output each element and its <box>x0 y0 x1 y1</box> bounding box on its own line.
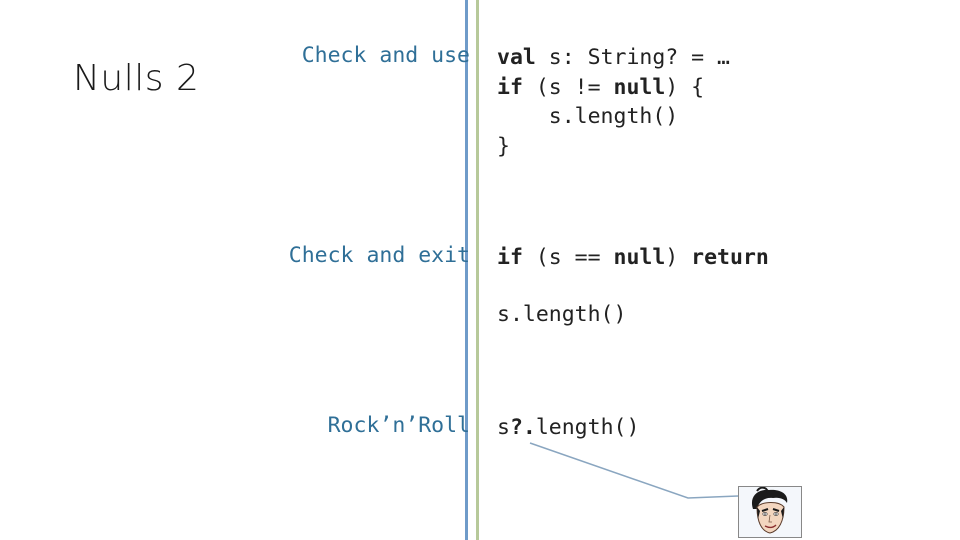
avatar-frame <box>738 486 802 538</box>
code-text: length() <box>535 415 640 440</box>
code-text: ) <box>665 245 692 270</box>
label-check-and-use: Check and use <box>301 43 470 68</box>
code-keyword: null <box>613 245 666 270</box>
code-line: if (s != null) { <box>497 73 730 103</box>
divider-blue <box>465 0 468 540</box>
divider-green <box>476 0 479 540</box>
code-text: (s != <box>522 74 614 100</box>
code-text: (s == <box>522 245 614 270</box>
code-check-and-use: val s: String? = …if (s != null) { s.len… <box>497 43 730 161</box>
label-rock-n-roll: Rock’n’Roll <box>327 413 470 438</box>
code-line: s.length() <box>497 104 679 129</box>
code-keyword: val <box>497 45 536 70</box>
code-text: ) { <box>665 74 705 100</box>
safe-call-operator: ?. <box>509 415 536 440</box>
code-line: } <box>497 133 510 159</box>
code-text: s: String? = … <box>535 45 731 70</box>
code-line: if (s == null) return <box>497 243 769 273</box>
code-check-and-exit-line2: s.length() <box>497 302 627 327</box>
avatar-face-icon <box>751 487 788 534</box>
code-rock-n-roll: s?.length() <box>497 413 639 443</box>
code-check-and-exit: if (s == null) return <box>497 243 769 273</box>
code-keyword: null <box>613 74 666 100</box>
code-keyword: return <box>691 245 769 270</box>
slide-title: Nulls 2 <box>73 58 200 99</box>
code-line: val s: String? = … <box>497 43 730 73</box>
code-keyword: if <box>497 74 523 100</box>
label-check-and-exit: Check and exit <box>288 243 470 268</box>
code-text: s <box>497 415 510 440</box>
code-keyword: if <box>497 245 523 270</box>
